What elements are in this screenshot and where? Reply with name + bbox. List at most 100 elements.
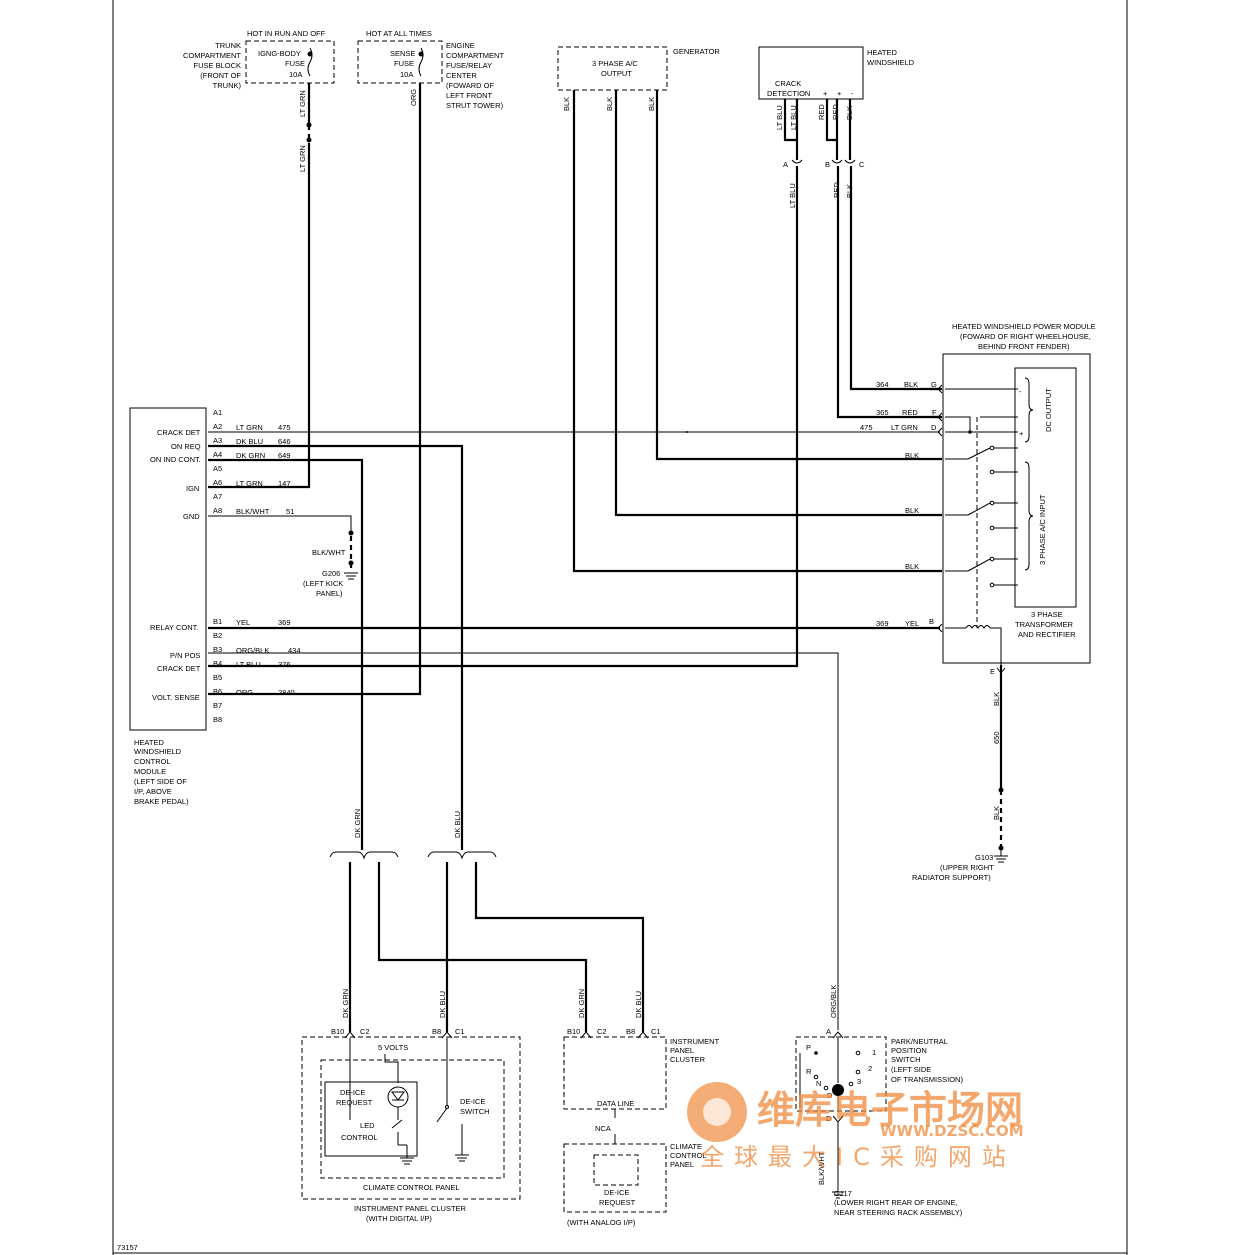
- svg-text:3: 3: [857, 1077, 861, 1086]
- svg-text:650: 650: [992, 731, 1001, 744]
- svg-text:ON REQ: ON REQ: [171, 442, 201, 451]
- ground-g103: BLK 650 BLK G103 (UPPER RIGHT RADIATOR S…: [912, 665, 1008, 882]
- svg-text:LT GRN: LT GRN: [298, 145, 307, 172]
- svg-text:+: +: [837, 89, 842, 98]
- svg-text:CENTER: CENTER: [446, 71, 477, 80]
- svg-text:5 VOLTS: 5 VOLTS: [378, 1043, 408, 1052]
- ipc-analog: B10 C2 B8 C1 INSTRUMENT PANEL CLUSTER DA…: [563, 1027, 720, 1227]
- svg-text:P: P: [806, 1043, 811, 1052]
- svg-text:(LEFT KICK: (LEFT KICK: [303, 579, 343, 588]
- svg-text:BLK: BLK: [562, 97, 571, 111]
- svg-text:REQUEST: REQUEST: [599, 1198, 636, 1207]
- svg-text:C2: C2: [597, 1027, 607, 1036]
- svg-text:CRACK DET: CRACK DET: [157, 664, 201, 673]
- ign-fuse-header: HOT IN RUN AND OFF: [247, 29, 326, 38]
- svg-text:BLK: BLK: [905, 506, 919, 515]
- svg-text:HEATED: HEATED: [867, 48, 897, 57]
- svg-text:51: 51: [286, 507, 294, 516]
- svg-text:B3: B3: [213, 645, 222, 654]
- svg-text:A1: A1: [213, 408, 222, 417]
- svg-text:N: N: [816, 1079, 821, 1088]
- svg-text:AND RECTIFIER: AND RECTIFIER: [1018, 630, 1076, 639]
- module-link-wires: [208, 387, 942, 1030]
- svg-text:B10: B10: [567, 1027, 580, 1036]
- svg-text:B8: B8: [213, 715, 222, 724]
- svg-text:DK GRN: DK GRN: [353, 809, 362, 838]
- svg-text:RELAY CONT.: RELAY CONT.: [150, 623, 199, 632]
- svg-text:RED: RED: [902, 408, 918, 417]
- svg-text:YEL: YEL: [236, 618, 250, 627]
- svg-text:(LEFT SIDE OF: (LEFT SIDE OF: [134, 777, 187, 786]
- fuse-element-icon: [307, 47, 313, 77]
- svg-text:1: 1: [872, 1048, 876, 1057]
- svg-text:ORG: ORG: [236, 688, 253, 697]
- svg-text:B2: B2: [213, 631, 222, 640]
- control-module-wires: BLK/WHT G206 (LEFT KICK PANEL) DK GRN DK…: [208, 444, 645, 1032]
- svg-text:P/N POS: P/N POS: [170, 651, 200, 660]
- svg-text:RADIATOR SUPPORT): RADIATOR SUPPORT): [912, 873, 991, 882]
- svg-text:PANEL: PANEL: [670, 1160, 694, 1169]
- connector-icon: [832, 1031, 844, 1039]
- svg-text:G206: G206: [322, 569, 340, 578]
- svg-text:B7: B7: [213, 701, 222, 710]
- svg-text:ON IND CONT.: ON IND CONT.: [150, 455, 201, 464]
- svg-text:LT BLU: LT BLU: [236, 660, 261, 669]
- svg-text:A5: A5: [213, 464, 222, 473]
- generator-label: GENERATOR: [673, 47, 720, 56]
- svg-text:E: E: [990, 667, 995, 676]
- svg-text:DK GRN: DK GRN: [236, 451, 265, 460]
- svg-text:A3: A3: [213, 436, 222, 445]
- svg-text:REQUEST: REQUEST: [336, 1098, 373, 1107]
- svg-text:FUSE/RELAY: FUSE/RELAY: [446, 61, 492, 70]
- svg-text:I/P, ABOVE: I/P, ABOVE: [134, 787, 172, 796]
- svg-text:PANEL): PANEL): [316, 589, 343, 598]
- connector-icon: [637, 1031, 649, 1039]
- control-module: CRACK DET ON REQ ON IND CONT. IGN GND RE…: [129, 407, 301, 806]
- svg-text:LT GRN: LT GRN: [891, 423, 918, 432]
- svg-text:-: -: [1019, 387, 1022, 396]
- svg-text:D: D: [826, 1114, 832, 1123]
- svg-text:BLK: BLK: [605, 97, 614, 111]
- svg-text:SENSE: SENSE: [390, 49, 415, 58]
- svg-text:DE-ICE: DE-ICE: [340, 1088, 365, 1097]
- svg-text:B1: B1: [213, 617, 222, 626]
- svg-text:DK BLU: DK BLU: [438, 991, 447, 1018]
- svg-text:BLK/WHT: BLK/WHT: [236, 507, 270, 516]
- svg-text:A: A: [826, 1027, 831, 1036]
- svg-text:WINDSHIELD: WINDSHIELD: [134, 747, 182, 756]
- svg-text:CLIMATE: CLIMATE: [670, 1142, 702, 1151]
- svg-text:CLIMATE CONTROL PANEL: CLIMATE CONTROL PANEL: [363, 1183, 460, 1192]
- svg-text:C: C: [859, 160, 865, 169]
- svg-text:3 PHASE A/C: 3 PHASE A/C: [592, 59, 638, 68]
- svg-text:(FOWARD OF: (FOWARD OF: [446, 81, 494, 90]
- svg-text:3 PHASE: 3 PHASE: [1031, 610, 1063, 619]
- svg-text:TRUNK: TRUNK: [215, 41, 241, 50]
- svg-text:B5: B5: [213, 673, 222, 682]
- ign-fuse: HOT IN RUN AND OFF IGNG-BODY FUSE 10A TR…: [183, 29, 335, 90]
- fuse-wires: LT GRN LT GRN ORG: [208, 83, 422, 696]
- svg-text:DETECTION: DETECTION: [767, 89, 810, 98]
- svg-text:B8: B8: [626, 1027, 635, 1036]
- watermark: 维库电子市场网 WWW.DZSC.COM 全球最大IC采购网站: [687, 1082, 1024, 1171]
- svg-text:(WITH ANALOG I/P): (WITH ANALOG I/P): [567, 1218, 636, 1227]
- svg-text:475: 475: [278, 423, 291, 432]
- connector-icon: [580, 1031, 592, 1039]
- svg-text:A2: A2: [213, 422, 222, 431]
- svg-text:RED: RED: [831, 104, 840, 120]
- svg-text:SWITCH: SWITCH: [460, 1107, 490, 1116]
- svg-text:STRUT TOWER): STRUT TOWER): [446, 101, 504, 110]
- svg-text:COMPARTMENT: COMPARTMENT: [446, 51, 504, 60]
- svg-text:DC OUTPUT: DC OUTPUT: [1044, 388, 1053, 432]
- svg-text:D: D: [931, 423, 937, 432]
- svg-text:FUSE: FUSE: [285, 59, 305, 68]
- svg-text:(LEFT SIDE: (LEFT SIDE: [891, 1065, 931, 1074]
- figure-number: 73157: [117, 1243, 138, 1252]
- svg-text:10A: 10A: [289, 70, 302, 79]
- svg-text:WINDSHIELD: WINDSHIELD: [867, 58, 915, 67]
- svg-text:BLK: BLK: [992, 806, 1001, 820]
- svg-text:B4: B4: [213, 659, 222, 668]
- svg-text:CONTROL: CONTROL: [341, 1133, 378, 1142]
- svg-text:376: 376: [278, 660, 291, 669]
- svg-text:CRACK DET: CRACK DET: [157, 428, 201, 437]
- svg-text:HEATED WINDSHIELD POWER MODULE: HEATED WINDSHIELD POWER MODULE: [952, 322, 1096, 331]
